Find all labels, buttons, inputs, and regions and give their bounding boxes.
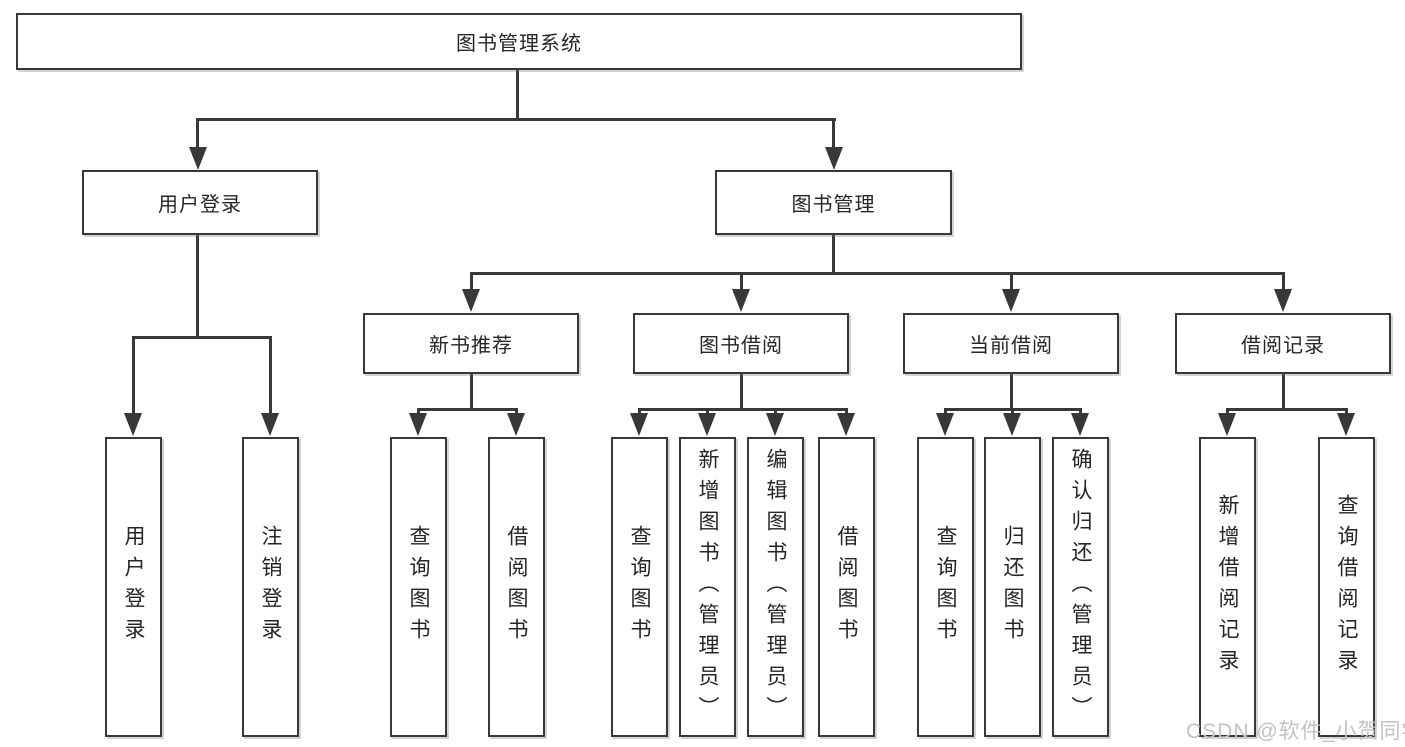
leaf-nb-query-books-label: 查询图书 bbox=[407, 525, 430, 649]
leaf-bw-edit-books-admin-label: 编辑图书（管理员） bbox=[764, 447, 787, 727]
connector-userlogin-drop-2 bbox=[269, 336, 272, 414]
node-current-borrow-label: 当前借阅 bbox=[969, 335, 1053, 357]
arrowhead-to-leaf-user-login bbox=[124, 413, 142, 436]
arrowhead-to-rec-query bbox=[1337, 413, 1355, 436]
leaf-nb-query-books: 查询图书 bbox=[390, 437, 447, 737]
connector-records-drop-2 bbox=[1345, 408, 1348, 414]
leaf-rec-add-record-label: 新增借阅记录 bbox=[1216, 494, 1239, 680]
arrowhead-to-leaf-logout bbox=[261, 413, 279, 436]
connector-root-drop-left bbox=[196, 118, 199, 148]
node-book-mgmt: 图书管理 bbox=[715, 170, 952, 235]
arrowhead-to-cur-query bbox=[936, 413, 954, 436]
leaf-rec-query-record: 查询借阅记录 bbox=[1318, 437, 1375, 737]
connector-bookmgmt-drop-3 bbox=[1010, 272, 1013, 290]
leaf-cur-return-books: 归还图书 bbox=[984, 437, 1041, 737]
leaf-bw-add-books-admin: 新增图书（管理员） bbox=[679, 437, 736, 737]
leaf-bw-query-books-label: 查询图书 bbox=[628, 525, 651, 649]
arrowhead-to-book-borrow bbox=[732, 289, 750, 312]
leaf-cur-query-books-label: 查询图书 bbox=[934, 525, 957, 649]
connector-root-drop-right bbox=[832, 118, 835, 148]
arrowhead-to-cur-return bbox=[1003, 413, 1021, 436]
connector-newbooks-stem bbox=[470, 374, 473, 408]
arrowhead-to-bw-add bbox=[698, 413, 716, 436]
arrowhead-to-nb-query bbox=[409, 413, 427, 436]
arrowhead-to-bw-borrow bbox=[837, 413, 855, 436]
node-new-books: 新书推荐 bbox=[363, 313, 579, 374]
leaf-rec-query-record-label: 查询借阅记录 bbox=[1335, 494, 1358, 680]
connector-userlogin-stem bbox=[196, 235, 199, 336]
connector-currentborrow-stem bbox=[1010, 374, 1013, 408]
node-current-borrow: 当前借阅 bbox=[903, 313, 1119, 374]
leaf-bw-add-books-admin-label: 新增图书（管理员） bbox=[696, 447, 719, 727]
leaf-nb-borrow-books-label: 借阅图书 bbox=[505, 525, 528, 649]
node-book-borrow: 图书借阅 bbox=[633, 313, 849, 374]
connector-root-stem bbox=[516, 70, 519, 118]
connector-newbooks-arm bbox=[417, 408, 518, 411]
connector-bookborrow-drop-3 bbox=[774, 408, 777, 414]
connector-bookmgmt-drop-2 bbox=[740, 272, 743, 290]
node-borrow-records-label: 借阅记录 bbox=[1241, 335, 1325, 357]
node-root-label: 图书管理系统 bbox=[456, 33, 582, 55]
connector-bookmgmt-drop-1 bbox=[470, 272, 473, 290]
arrowhead-to-nb-borrow bbox=[507, 413, 525, 436]
connector-bookmgmt-stem bbox=[832, 235, 835, 272]
node-user-login: 用户登录 bbox=[82, 170, 318, 235]
connector-currentborrow-drop-1 bbox=[944, 408, 947, 414]
arrowhead-to-new-books bbox=[462, 289, 480, 312]
connector-newbooks-drop-2 bbox=[515, 408, 518, 414]
connector-bookborrow-stem bbox=[740, 374, 743, 408]
arrowhead-to-book-mgmt bbox=[825, 147, 843, 170]
connector-currentborrow-drop-3 bbox=[1079, 408, 1082, 414]
connector-userlogin-arm bbox=[132, 336, 272, 339]
connector-records-arm bbox=[1226, 408, 1348, 411]
leaf-cur-return-books-label: 归还图书 bbox=[1001, 525, 1024, 649]
leaf-nb-borrow-books: 借阅图书 bbox=[488, 437, 545, 737]
leaf-cur-query-books: 查询图书 bbox=[917, 437, 974, 737]
connector-bookborrow-arm bbox=[638, 408, 848, 411]
connector-root-arm bbox=[196, 118, 836, 121]
leaf-logout-label: 注销登录 bbox=[259, 525, 282, 649]
node-book-borrow-label: 图书借阅 bbox=[699, 335, 783, 357]
leaf-rec-add-record: 新增借阅记录 bbox=[1199, 437, 1256, 737]
connector-userlogin-drop-1 bbox=[132, 336, 135, 414]
leaf-bw-borrow-books: 借阅图书 bbox=[818, 437, 875, 737]
leaf-bw-borrow-books-label: 借阅图书 bbox=[835, 525, 858, 649]
leaf-cur-confirm-return-admin: 确认归还（管理员） bbox=[1052, 437, 1109, 737]
node-book-mgmt-label: 图书管理 bbox=[791, 194, 876, 216]
node-borrow-records: 借阅记录 bbox=[1175, 313, 1391, 374]
csdn-watermark: CSDN @软件_小贺同学 bbox=[1186, 720, 1405, 743]
connector-bookmgmt-arm bbox=[470, 272, 1283, 275]
leaf-logout: 注销登录 bbox=[242, 437, 299, 737]
arrowhead-to-current-borrow bbox=[1002, 289, 1020, 312]
leaf-user-login-label: 用户登录 bbox=[122, 525, 145, 649]
connector-records-drop-1 bbox=[1226, 408, 1229, 414]
connector-bookborrow-drop-4 bbox=[845, 408, 848, 414]
arrowhead-to-rec-add bbox=[1218, 413, 1236, 436]
leaf-bw-query-books: 查询图书 bbox=[611, 437, 668, 737]
leaf-user-login: 用户登录 bbox=[105, 437, 162, 737]
leaf-bw-edit-books-admin: 编辑图书（管理员） bbox=[747, 437, 804, 737]
arrowhead-to-user-login bbox=[189, 147, 207, 170]
node-user-login-label: 用户登录 bbox=[158, 194, 242, 216]
connector-newbooks-drop-1 bbox=[417, 408, 420, 414]
node-root: 图书管理系统 bbox=[16, 13, 1022, 70]
arrowhead-to-cur-confirm bbox=[1071, 413, 1089, 436]
leaf-cur-confirm-return-admin-label: 确认归还（管理员） bbox=[1069, 447, 1092, 727]
arrowhead-to-bw-query bbox=[630, 413, 648, 436]
node-new-books-label: 新书推荐 bbox=[429, 335, 513, 357]
arrowhead-to-borrow-records bbox=[1274, 289, 1292, 312]
connector-currentborrow-drop-2 bbox=[1011, 408, 1014, 414]
connector-bookborrow-drop-2 bbox=[706, 408, 709, 414]
connector-records-stem bbox=[1282, 374, 1285, 408]
arrowhead-to-bw-edit bbox=[766, 413, 784, 436]
connector-bookborrow-drop-1 bbox=[638, 408, 641, 414]
connector-bookmgmt-drop-4 bbox=[1282, 272, 1285, 290]
